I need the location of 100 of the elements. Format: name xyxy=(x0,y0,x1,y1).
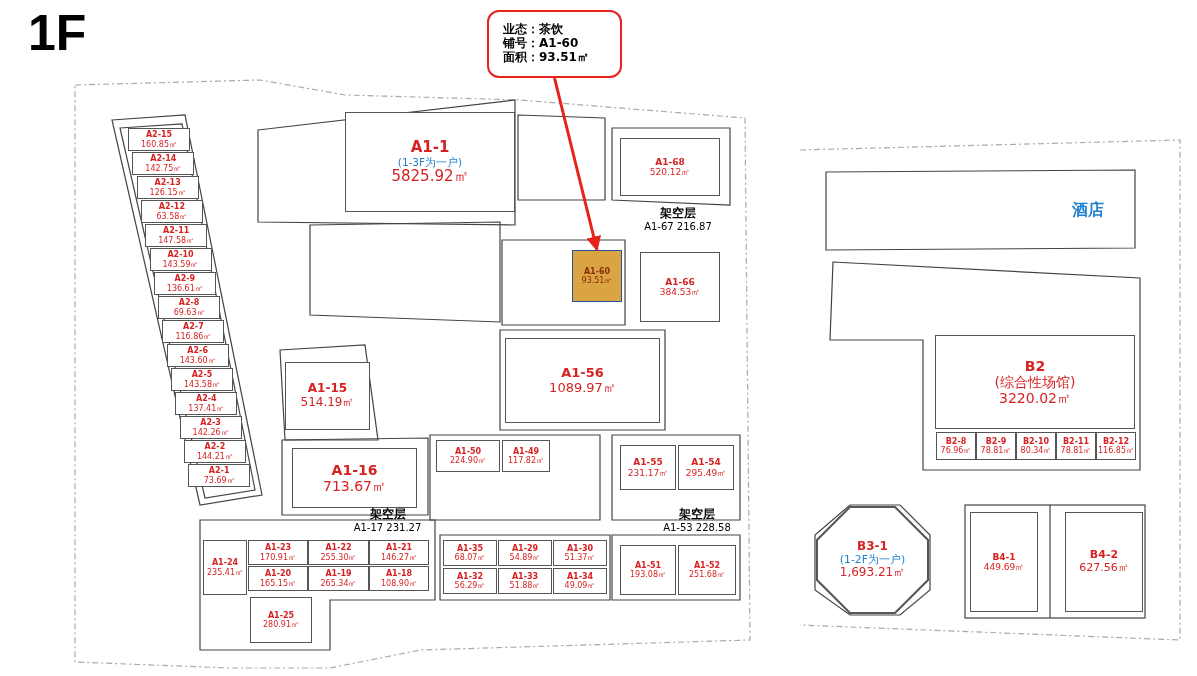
unit-label: B3-1 xyxy=(857,540,888,554)
unit-area: 280.91㎡ xyxy=(263,620,299,630)
unit-area: 449.69㎡ xyxy=(983,562,1025,573)
unit-label: A1-60 xyxy=(583,266,611,276)
unit-label: A1-66 xyxy=(665,276,695,287)
unit-area: 80.34㎡ xyxy=(1020,446,1052,456)
octagonal-hall xyxy=(815,505,930,615)
unit-label: A1-50 xyxy=(454,446,482,456)
shop-unit xyxy=(248,540,308,565)
unit-label: A1-18 xyxy=(385,569,413,579)
unit-label: A2-3 xyxy=(200,418,221,428)
unit-area: 143.59㎡ xyxy=(162,259,199,269)
shop-unit xyxy=(369,566,429,591)
unit-label: A1-30 xyxy=(566,543,594,553)
unit-area: 193.08㎡ xyxy=(630,570,666,580)
unit-area: 170.91㎡ xyxy=(260,552,296,562)
unit-label: A1-34 xyxy=(566,571,594,581)
shop-unit xyxy=(553,568,607,594)
unit-area: 1,693.21㎡ xyxy=(839,566,906,580)
unit-label: A2-15 xyxy=(145,130,173,140)
shop-unit xyxy=(285,362,370,430)
unit-label: A2-8 xyxy=(178,298,200,308)
unit-label: A2-9 xyxy=(174,274,196,284)
unit-area: 142.75㎡ xyxy=(145,163,182,173)
shop-unit xyxy=(436,440,500,472)
shop-unit xyxy=(153,272,216,295)
shop-unit xyxy=(136,176,199,199)
shop-unit xyxy=(345,112,515,212)
shop-unit xyxy=(1056,432,1096,460)
unit-area: 295.49㎡ xyxy=(685,467,727,478)
unit-area: 63.58㎡ xyxy=(156,211,188,221)
unit-label: A2-4 xyxy=(195,394,217,404)
unit-area: 73.69㎡ xyxy=(203,475,235,485)
unit-area: (综合性场馆) xyxy=(994,373,1076,391)
unit-label: A2-2 xyxy=(204,442,226,452)
shop-unit xyxy=(145,224,208,247)
unit-area: 137.41㎡ xyxy=(188,403,225,413)
callout-text: 业态：茶饮 xyxy=(503,23,563,37)
callout-box xyxy=(487,10,622,78)
unit-area: 265.34㎡ xyxy=(320,578,357,588)
shop-unit xyxy=(1065,512,1143,612)
shop-unit xyxy=(678,545,736,595)
highlighted-shop-unit xyxy=(572,250,622,302)
unit-area: A1-17 231.27 xyxy=(353,522,422,534)
shop-unit xyxy=(250,597,312,643)
unit-area: 251.68㎡ xyxy=(689,570,725,580)
floor-title: 1F xyxy=(28,4,87,62)
unit-label: A1-23 xyxy=(264,543,292,553)
unit-area: A1-67 216.87 xyxy=(644,221,712,233)
unit-label: A1-51 xyxy=(634,560,662,570)
unit-label: A1-16 xyxy=(331,461,378,478)
shop-unit xyxy=(620,445,676,490)
shop-unit xyxy=(976,432,1016,460)
unit-area: 51.88㎡ xyxy=(509,581,541,591)
arrow xyxy=(553,77,602,252)
shop-unit xyxy=(1096,432,1136,460)
unit-label: A2-1 xyxy=(208,466,230,476)
shop-unit xyxy=(175,392,238,415)
unit-area: 54.89㎡ xyxy=(509,553,541,563)
unit-area: 235.41㎡ xyxy=(207,567,243,577)
unit-area: 78.81㎡ xyxy=(980,446,1012,456)
shop-unit xyxy=(369,540,429,565)
unit-label: A2-13 xyxy=(154,178,181,188)
unit-label: A2-10 xyxy=(167,250,194,260)
unit-area: 1089.97㎡ xyxy=(549,380,616,396)
unit-label: A1-19 xyxy=(325,569,352,579)
unit-label: A2-5 xyxy=(191,370,213,380)
unit-label: A1-1 xyxy=(410,138,450,156)
unit-label: 架空层 xyxy=(679,508,715,523)
unit-label: A1-32 xyxy=(456,571,484,581)
unit-label: A1-56 xyxy=(561,365,604,381)
unit-label: B2-9 xyxy=(985,436,1007,446)
shop-unit xyxy=(203,540,247,595)
shop-unit xyxy=(502,440,550,472)
unit-label: A1-25 xyxy=(267,610,295,620)
unit-area: 56.29㎡ xyxy=(454,581,486,591)
callout-text: 面积：93.51㎡ xyxy=(503,50,589,65)
unit-area: 143.60㎡ xyxy=(179,355,216,365)
unit-area: 78.81㎡ xyxy=(1060,446,1092,456)
unit-label: A1-52 xyxy=(693,560,721,570)
shop-unit xyxy=(183,440,246,463)
shop-unit xyxy=(935,335,1135,429)
unit-label: A2-11 xyxy=(163,226,190,236)
unit-area: 231.17㎡ xyxy=(627,467,669,478)
unit-label: A1-29 xyxy=(511,543,539,553)
unit-area: 68.07㎡ xyxy=(454,553,486,563)
callout-text: 铺号：A1-60 xyxy=(503,37,579,51)
unit-area: 51.37㎡ xyxy=(564,553,596,563)
shop-unit xyxy=(620,138,720,196)
shop-unit xyxy=(620,545,676,595)
unit-area: 143.58㎡ xyxy=(184,379,220,389)
shop-unit xyxy=(171,368,233,391)
unit-area: 384.53㎡ xyxy=(659,287,701,298)
unit-label: 酒店 xyxy=(1071,200,1104,220)
unit-area: A1-53 228.58 xyxy=(663,522,731,534)
unit-area: 147.58㎡ xyxy=(158,235,195,245)
unit-area: 69.63㎡ xyxy=(173,307,205,317)
unit-label: 架空层 xyxy=(660,207,696,222)
unit-note: (1-2F为一户) xyxy=(839,553,906,567)
unit-area: 255.30㎡ xyxy=(320,552,357,562)
